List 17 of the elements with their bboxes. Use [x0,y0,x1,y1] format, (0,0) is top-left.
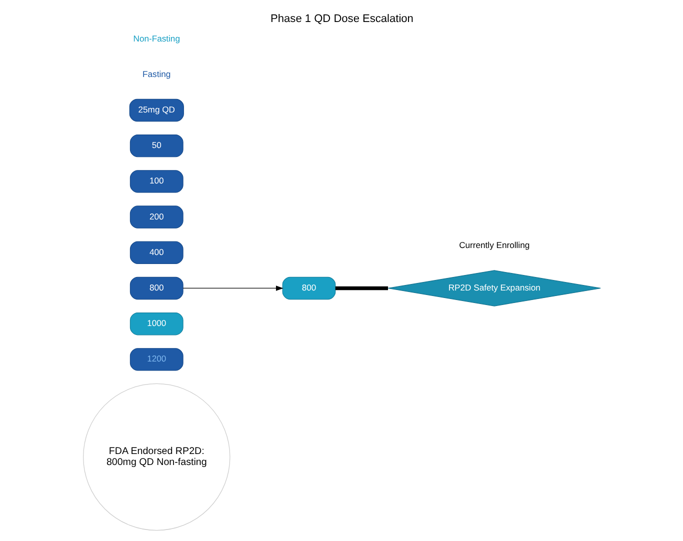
label: Fasting [142,68,170,79]
diagram-title: Phase 1 QD Dose Escalation [270,13,413,26]
node-label: Currently Enrolling [458,240,530,250]
node-box: 100 [129,170,183,193]
label: Non-Fasting [132,33,180,44]
node-box: 25mg QD [128,98,184,122]
node-diamond: RP2D Safety Expansion [387,270,600,306]
node-box: 200 [129,206,183,228]
node-box: 1200 [129,348,183,371]
node-box: 50 [129,134,183,158]
node-box: 800 [282,276,336,300]
node-circle: FDA Endorsed RP2D: 800mg QD Non-fasting [82,383,230,531]
node-box: 1000 [129,312,183,336]
node-box: 800 [129,276,183,300]
connector [334,286,388,290]
arrow [182,286,283,291]
node-box: 400 [129,241,183,264]
